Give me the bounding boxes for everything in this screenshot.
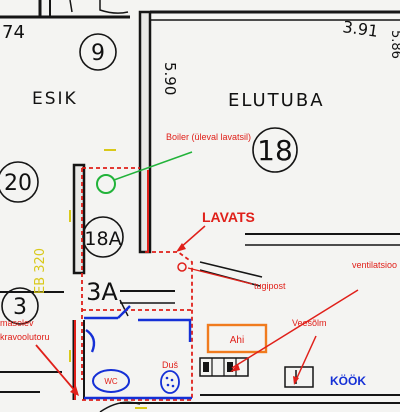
ventilatsioon-pointer [231,289,359,369]
dimension-590: 5.90 [161,62,179,95]
boiler-icon [96,174,116,194]
bathroom-outline [84,305,192,400]
room-circle-18 [252,127,298,173]
masolev-label: masolev [0,318,34,328]
tugipost-icon [177,262,187,272]
lavats-label: LAVATS [202,209,255,225]
room-number-3a: 3A [86,278,118,306]
room-name-elutuba: ELUTUBA [228,90,325,111]
dimension-74: 74 [2,22,25,43]
room-circle-18a [82,216,124,258]
shower-label: Duš [162,360,179,370]
veesolm-label: Veesõlm [292,318,327,328]
pipe-arrowhead [70,386,79,396]
room-name-esik: ESIK [32,89,78,109]
ventilatsioon-label: ventilatsioo [352,260,397,270]
room-number-18: 18 [257,134,293,167]
dimension-391: 3.91 [341,17,379,41]
room-number-18a: 18A [84,228,121,250]
veesolm-arrowhead [293,376,299,385]
room-name-kook: KÖÖK [330,373,366,388]
room-circle-3 [1,287,39,325]
room-numbers [0,33,298,325]
ventilatsioon-arrowhead [230,364,240,372]
lavats-arrow [179,225,206,249]
room-circle-20 [0,161,39,203]
tugipost-label: tugipost [254,281,286,291]
dimension-586: 5.86 [388,30,400,59]
ahi-box [206,323,268,354]
room-number-20: 20 [4,171,32,196]
ahi-label: Ahi [230,335,244,346]
lavats-arrowhead [176,243,186,252]
veesolm-pointer [295,335,317,381]
yellow-marks [69,149,147,409]
boiler-label: Boiler (üleval lavatsil) [166,132,251,142]
red-wall-marks [74,170,149,400]
tugipost-pointer [187,267,253,285]
wc-label: WC [104,377,118,386]
kravoolutoru-label: kravoolutoru [0,332,50,342]
boiler-pointer [113,151,193,181]
shower-icon [160,370,180,394]
dimension-320: EB 320 [33,248,48,294]
room-circle-9 [79,33,117,71]
lavats-outline [81,167,193,401]
room-number-9: 9 [91,41,105,66]
pipe-pointer [35,344,77,393]
wc-icon [92,369,130,393]
room-number-3: 3 [13,295,27,320]
